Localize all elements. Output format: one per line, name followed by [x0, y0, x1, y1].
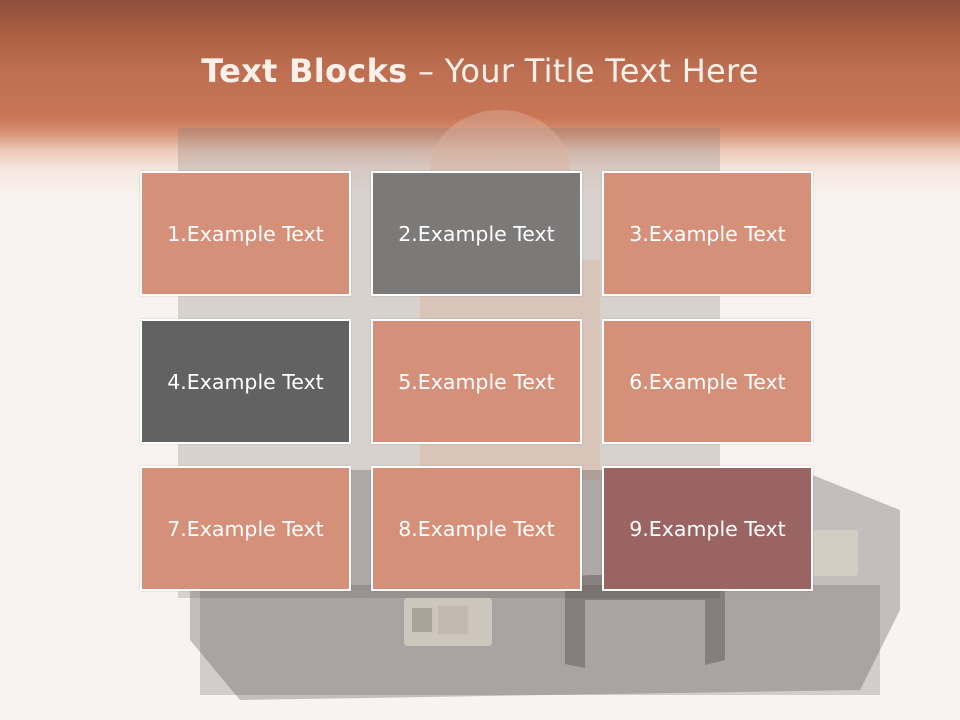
text-block-label: 4.Example Text [167, 369, 324, 394]
text-block-3[interactable]: 3.Example Text [602, 171, 813, 296]
text-block-7[interactable]: 7.Example Text [140, 466, 351, 591]
title-rest: Your Title Text Here [444, 52, 759, 90]
header-band [0, 0, 960, 200]
text-block-label: 1.Example Text [167, 221, 324, 246]
text-block-label: 9.Example Text [629, 516, 786, 541]
text-block-label: 2.Example Text [398, 221, 555, 246]
text-block-label: 5.Example Text [398, 369, 555, 394]
text-block-6[interactable]: 6.Example Text [602, 319, 813, 444]
text-block-label: 6.Example Text [629, 369, 786, 394]
title-bold: Text Blocks [201, 52, 408, 90]
text-block-8[interactable]: 8.Example Text [371, 466, 582, 591]
title-separator: – [407, 52, 445, 90]
text-block-5[interactable]: 5.Example Text [371, 319, 582, 444]
text-block-4[interactable]: 4.Example Text [140, 319, 351, 444]
text-block-label: 8.Example Text [398, 516, 555, 541]
slide-title: Text Blocks – Your Title Text Here [0, 52, 960, 90]
text-block-label: 7.Example Text [167, 516, 324, 541]
text-block-label: 3.Example Text [629, 221, 786, 246]
text-block-1[interactable]: 1.Example Text [140, 171, 351, 296]
text-block-2[interactable]: 2.Example Text [371, 171, 582, 296]
text-block-9[interactable]: 9.Example Text [602, 466, 813, 591]
